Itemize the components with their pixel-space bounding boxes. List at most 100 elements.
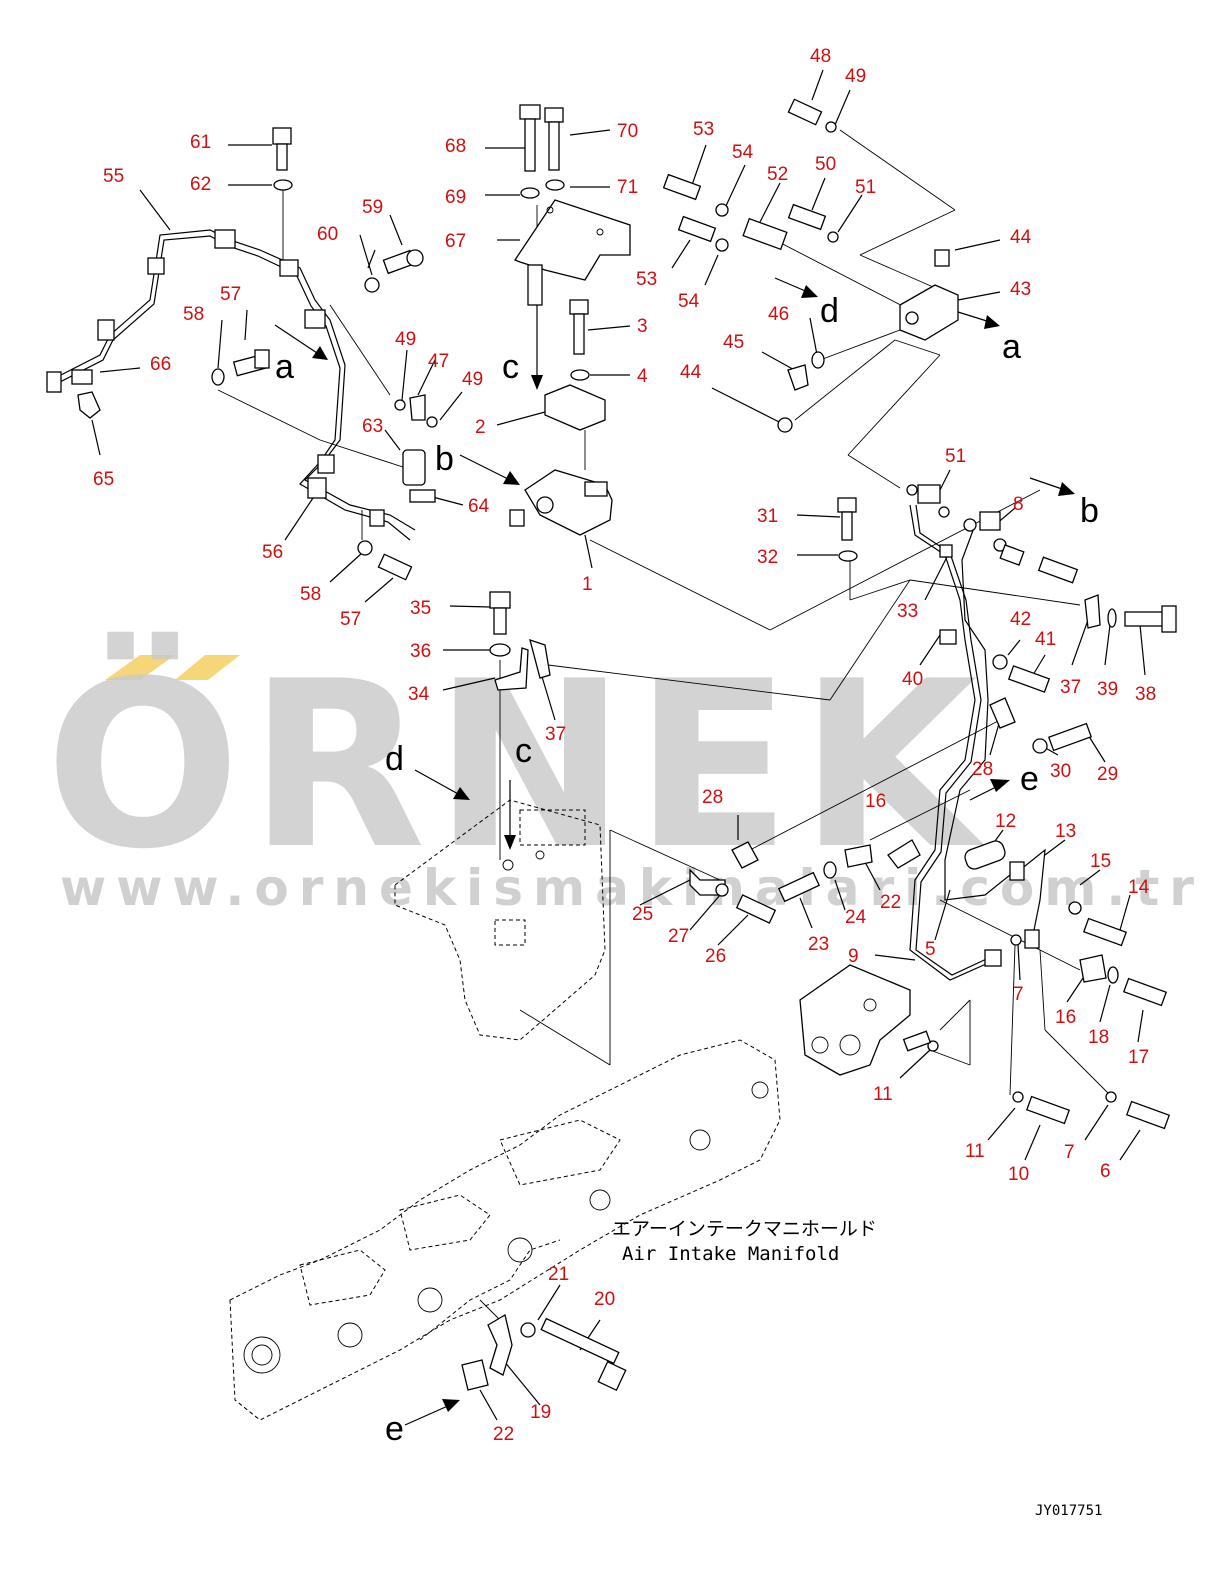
bolt-70-icon [544, 107, 564, 123]
letter-b-left: b [435, 440, 454, 478]
bolt-6-icon [1125, 1100, 1171, 1130]
bracket-19-icon [487, 1313, 513, 1376]
callout-58a: 58 [183, 304, 204, 325]
bolt-17-icon [1122, 977, 1168, 1007]
clamp-icon [307, 477, 327, 499]
washer-30-icon [1032, 738, 1048, 754]
callout-68: 68 [445, 136, 466, 157]
bolt-57-head [254, 349, 270, 369]
washer-icon [938, 506, 950, 518]
callout-15: 15 [1090, 851, 1111, 872]
washer-icon [963, 518, 977, 532]
elbow-65-icon [77, 391, 101, 419]
valve-assembly [509, 199, 631, 536]
callout-37a: 37 [1060, 677, 1081, 698]
washer-11a-icon [1012, 1091, 1024, 1103]
washer-21-icon [520, 1322, 536, 1338]
callout-36: 36 [410, 641, 431, 662]
washer-7a-icon [1105, 1091, 1117, 1103]
bolt-29-icon [1047, 722, 1093, 752]
fitting-9-icon [984, 949, 1002, 967]
callout-20: 20 [594, 1289, 615, 1310]
washer-icon [906, 484, 918, 496]
letter-e-right: e [1020, 760, 1039, 798]
bolt-3-shank [573, 313, 585, 355]
callout-16b: 16 [1055, 1007, 1076, 1028]
air-intake-manifold [229, 1039, 781, 1421]
washer-49a-icon [394, 399, 406, 411]
connector-icon [584, 481, 608, 497]
plug-44a-icon [934, 249, 950, 267]
letter-b-right: b [1080, 492, 1099, 530]
callout-18: 18 [1088, 1027, 1109, 1048]
clamp-37a-icon [1084, 594, 1101, 629]
callout-57b: 57 [340, 609, 361, 630]
clamp-icon [147, 257, 165, 275]
bolt-70-shank [548, 121, 560, 171]
fasteners [211, 98, 1177, 1392]
washer-27-icon [715, 883, 729, 897]
watermark-url: www.ornekismakinalari.com.tr [60, 859, 1204, 917]
letter-c-bottom: c [515, 732, 532, 770]
block-2-icon [544, 384, 606, 431]
clamp-icon [317, 454, 335, 474]
callout-50: 50 [815, 154, 836, 175]
callout-34: 34 [408, 684, 430, 705]
callout-28b: 28 [702, 787, 723, 808]
callout-53b: 53 [636, 269, 657, 290]
callout-49c: 49 [462, 369, 483, 390]
bolt-10-icon [1025, 1095, 1071, 1125]
clamp-33-icon [939, 544, 953, 558]
watermark-accent-right [175, 655, 240, 680]
callout-6: 6 [1100, 1161, 1111, 1182]
callout-7a: 7 [1013, 984, 1024, 1005]
callout-58b: 58 [300, 584, 321, 605]
washer-49c-icon [825, 121, 837, 133]
bolt-3-icon [569, 299, 589, 315]
bolt-38-head [1161, 605, 1177, 633]
callout-29: 29 [1097, 764, 1118, 785]
callout-16a: 16 [865, 791, 886, 812]
washer-71-icon [545, 179, 565, 191]
callout-64: 64 [468, 496, 490, 517]
bolt-61-icon [272, 127, 292, 145]
clamp-icon [304, 309, 326, 329]
callout-45: 45 [723, 332, 744, 353]
callout-25: 25 [632, 904, 653, 925]
callout-44b: 44 [680, 362, 702, 383]
fitting-63-icon [402, 449, 426, 486]
callout-24: 24 [845, 907, 867, 928]
callout-21: 21 [548, 1264, 569, 1285]
washer-36-icon [489, 643, 511, 657]
fitting-icon [902, 1030, 932, 1052]
callout-49a: 49 [845, 66, 866, 87]
callout-54a: 54 [732, 142, 754, 163]
bolt-61-shank [276, 143, 288, 171]
callout-47: 47 [428, 351, 449, 372]
callout-52: 52 [767, 164, 788, 185]
callout-42: 42 [1010, 609, 1031, 630]
fitting-13-icon [1024, 929, 1040, 949]
letter-e-bottom: e [385, 1410, 404, 1448]
clamp-40-icon [939, 629, 957, 645]
washer-15-icon [1068, 901, 1082, 915]
callout-12: 12 [995, 811, 1016, 832]
callout-62: 62 [190, 174, 211, 195]
bolt-20-icon [540, 1317, 620, 1365]
washer-60-icon [364, 277, 380, 293]
bolt-31-icon [837, 497, 857, 513]
clamp-37b-icon [529, 639, 551, 679]
washer-54a-icon [715, 203, 729, 217]
watermark-accent-left [105, 655, 175, 680]
callout-5a: 5 [925, 939, 936, 960]
callout-19: 19 [530, 1402, 551, 1423]
callout-51a: 51 [855, 177, 876, 198]
callout-65: 65 [93, 469, 114, 490]
callout-71: 71 [617, 177, 638, 198]
block-43-icon [899, 284, 959, 341]
callout-31: 31 [757, 506, 778, 527]
callout-61: 61 [190, 132, 211, 153]
callout-60: 60 [317, 224, 338, 245]
tubes-5-9-13 [906, 484, 1079, 981]
